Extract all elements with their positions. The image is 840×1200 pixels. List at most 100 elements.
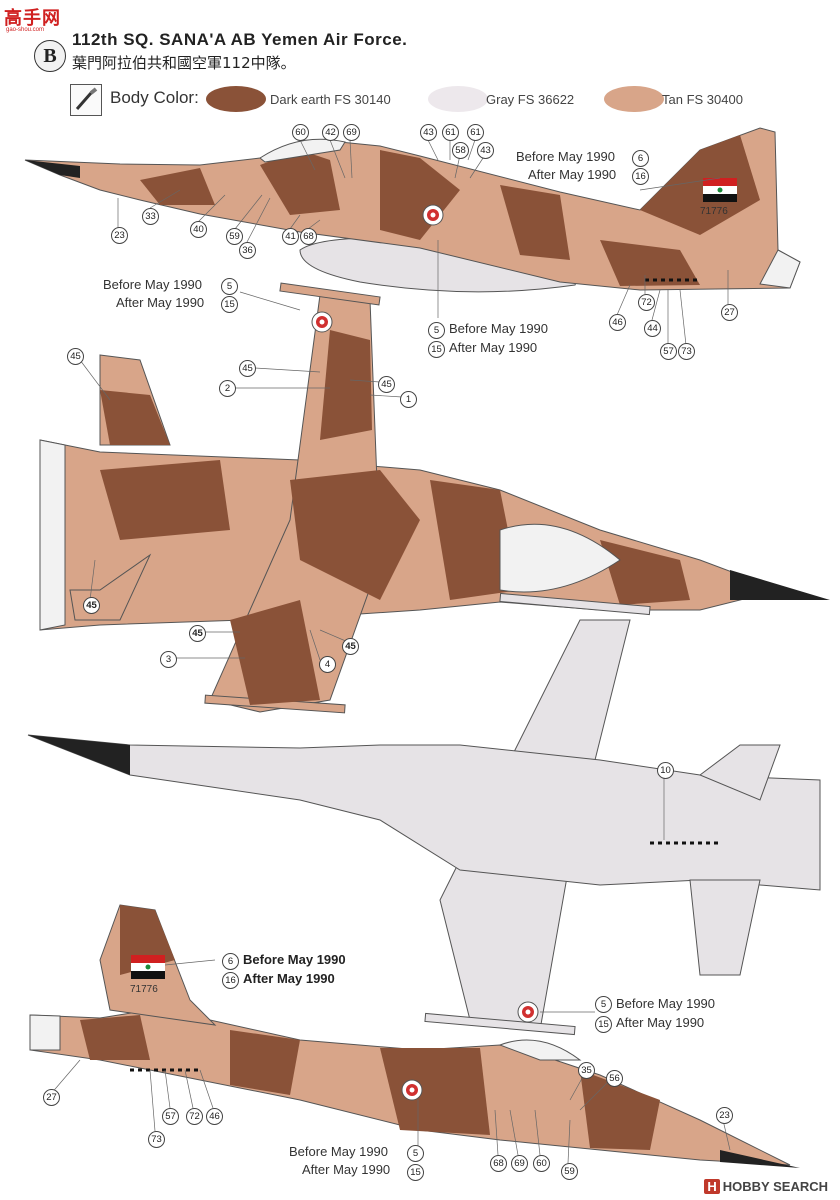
callout-num: 6 <box>222 953 239 970</box>
camo <box>80 1015 150 1060</box>
callout-num: 40 <box>190 221 207 238</box>
before-note: Before May 1990 <box>516 149 616 164</box>
swatch-tan <box>604 86 664 112</box>
callout-num: 45 <box>378 376 395 393</box>
camo <box>230 600 320 705</box>
callout-num: 72 <box>186 1108 203 1125</box>
callout-num: 44 <box>644 320 661 337</box>
roundel-dot <box>430 212 436 218</box>
callout-num: 46 <box>206 1108 223 1125</box>
swatch-dark-earth <box>206 86 266 112</box>
bottom-view <box>27 592 821 1036</box>
callout-num: 23 <box>716 1107 733 1124</box>
brand-name: HOBBY SEARCH <box>722 1179 828 1194</box>
scheme-title: 112th SQ. SANA'A AB Yemen Air Force. <box>72 30 408 49</box>
nose-cone <box>25 160 80 178</box>
after-note: After May 1990 <box>616 1015 705 1030</box>
callout-num: 69 <box>343 124 360 141</box>
right-nose <box>720 1150 800 1168</box>
swatch-label-tan: Tan FS 30400 <box>662 92 743 107</box>
callout-num: 45 <box>67 348 84 365</box>
callout-num: 61 <box>467 124 484 141</box>
right-leaders <box>49 959 731 1164</box>
after-note: After May 1990 <box>302 1162 391 1177</box>
callout-num: 36 <box>239 242 256 259</box>
callout-num: 27 <box>721 304 738 321</box>
scheme-badge: B <box>34 40 66 72</box>
callout-num: 2 <box>219 380 236 397</box>
callout-num: 45 <box>342 638 359 655</box>
callout-num: 15 <box>407 1164 424 1181</box>
before-note: Before May 1990 <box>243 952 346 967</box>
callout-num: 27 <box>43 1089 60 1106</box>
callout-num: 6 <box>632 150 649 167</box>
callout-num: 5 <box>407 1145 424 1162</box>
roundel-right-dot <box>409 1087 415 1093</box>
camo <box>500 185 570 260</box>
callout-num: 16 <box>632 168 649 185</box>
callout-num: 58 <box>452 142 469 159</box>
callout-num: 15 <box>428 341 445 358</box>
callout-num: 68 <box>490 1155 507 1172</box>
flag-black <box>703 194 737 202</box>
callout-num: 45 <box>239 360 256 377</box>
swatch-label-dark-earth: Dark earth FS 30140 <box>270 92 391 107</box>
callout-num: 16 <box>222 972 239 989</box>
paintbrush-icon <box>70 84 102 116</box>
callout-num: 15 <box>595 1016 612 1033</box>
bottom-rail-lower <box>424 1012 576 1036</box>
camo <box>600 240 700 286</box>
bottom-stab-upper <box>699 744 781 801</box>
wingtip-rail-top <box>279 282 381 306</box>
camo <box>100 460 230 540</box>
camo <box>230 1030 300 1095</box>
camo <box>290 470 420 600</box>
bottom-stab-lower <box>689 879 761 976</box>
top-leaders <box>79 291 403 661</box>
callout-num: 68 <box>300 228 317 245</box>
callout-num: 5 <box>428 322 445 339</box>
callout-num: 45 <box>83 597 100 614</box>
camo <box>260 150 340 215</box>
camo <box>430 480 520 600</box>
camo <box>320 330 372 440</box>
callout-num: 59 <box>561 1163 578 1180</box>
serial-left: 71776 <box>700 206 728 217</box>
flag-red <box>703 178 737 186</box>
bottom-rail-upper <box>499 592 651 616</box>
after-note: After May 1990 <box>528 167 617 182</box>
flag-black-r <box>131 971 165 979</box>
callout-num: 46 <box>609 314 626 331</box>
exhaust <box>759 249 801 289</box>
callout-num: 15 <box>221 296 238 313</box>
callout-num: 72 <box>638 294 655 311</box>
flag-star-r <box>145 964 151 970</box>
roundel-bottom-dot <box>525 1009 531 1015</box>
camo <box>640 135 760 235</box>
camo <box>380 1048 490 1135</box>
canopy <box>259 138 346 163</box>
callout-num: 35 <box>578 1062 595 1079</box>
callout-num: 60 <box>533 1155 550 1172</box>
bottom-fuselage <box>27 734 821 891</box>
callout-num: 61 <box>442 124 459 141</box>
callout-num: 73 <box>148 1131 165 1148</box>
callout-num: 43 <box>420 124 437 141</box>
top-nose <box>730 570 830 600</box>
after-note: After May 1990 <box>116 295 205 310</box>
scheme-subtitle: 葉門阿拉伯共和國空軍112中隊。 <box>72 54 296 72</box>
left-leaders <box>117 139 729 346</box>
callout-num: 42 <box>322 124 339 141</box>
callout-num: 23 <box>111 227 128 244</box>
flag-star <box>717 187 723 193</box>
bottom-leaders <box>540 778 665 1013</box>
camo <box>380 150 460 240</box>
callout-num: 57 <box>162 1108 179 1125</box>
roundel-top-dot <box>319 319 325 325</box>
left-side-view <box>24 127 801 346</box>
callout-num: 56 <box>606 1070 623 1087</box>
callout-num: 1 <box>400 391 417 408</box>
camo <box>140 168 215 205</box>
